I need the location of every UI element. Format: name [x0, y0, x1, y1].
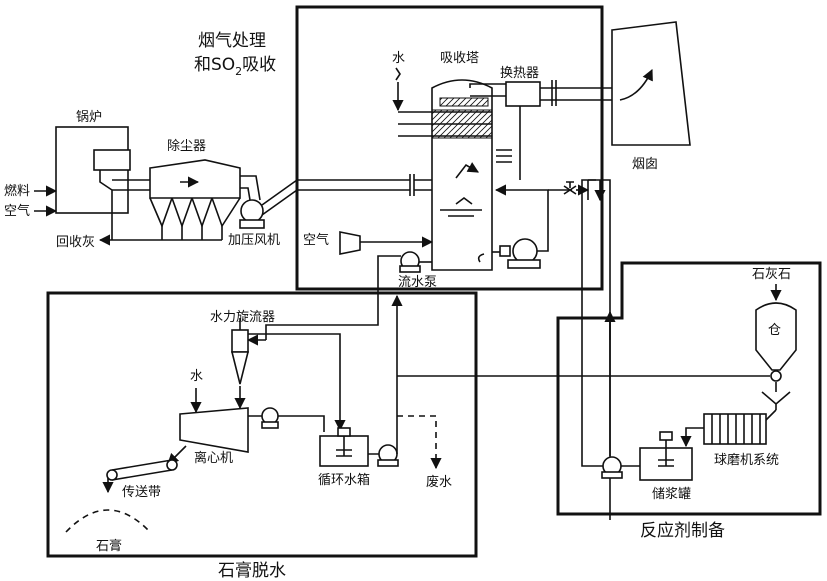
section-title-reagent: 反应剂制备 — [640, 521, 725, 541]
limestone-label: 石灰石 — [752, 267, 791, 282]
section-box-flue-gas — [295, 5, 604, 291]
booster-fan — [240, 199, 264, 223]
ball-mill-label: 球磨机系统 — [714, 453, 779, 468]
dust-collector-label: 除尘器 — [167, 139, 206, 154]
conveyor-label: 传送带 — [122, 485, 161, 500]
boiler-duct — [93, 149, 131, 171]
chimney-label: 烟囱 — [632, 157, 658, 172]
centrifuge-label: 离心机 — [194, 450, 233, 466]
section-title-gypsum: 石膏脱水 — [218, 560, 286, 581]
flow-pump-label: 流水泵 — [398, 275, 437, 290]
centrifuge — [179, 407, 249, 453]
slurry-tank-label: 储浆罐 — [652, 487, 691, 502]
oxidation-blower — [339, 231, 361, 255]
gypsum-pile — [65, 509, 151, 533]
heat-exchanger — [505, 81, 541, 107]
air-mid-label: 空气 — [303, 232, 329, 248]
fuel-label: 燃料 — [4, 183, 30, 199]
ash-return-label: 回收灰 — [56, 235, 95, 250]
circulation-tank-label: 循环水箱 — [318, 472, 370, 488]
waste-water-label: 废水 — [426, 474, 452, 490]
section-box-gypsum — [46, 291, 478, 558]
flue-title-line2: 和SO2吸收 — [194, 55, 276, 78]
water-top-label: 水 — [392, 51, 405, 66]
hydrocyclone-label: 水力旋流器 — [210, 310, 275, 325]
water-left-label: 水 — [190, 369, 203, 384]
absorber — [431, 79, 493, 271]
dust-collector — [149, 159, 241, 199]
boiler-label: 锅炉 — [76, 109, 102, 125]
heat-exchanger-label: 换热器 — [500, 66, 539, 81]
ball-mill — [703, 413, 767, 445]
absorber-label: 吸收塔 — [440, 51, 479, 66]
section-box-reagent — [556, 261, 822, 516]
silo-label: 仓 — [768, 323, 781, 338]
chimney — [611, 21, 691, 146]
conveyor — [111, 459, 173, 481]
hydrocyclone — [231, 329, 249, 353]
air-left-label: 空气 — [4, 203, 30, 219]
gypsum-label: 石膏 — [96, 538, 122, 554]
flue-title-line1: 烟气处理 — [198, 31, 266, 51]
limestone-silo — [755, 302, 797, 371]
booster-fan-label: 加压风机 — [228, 233, 280, 248]
